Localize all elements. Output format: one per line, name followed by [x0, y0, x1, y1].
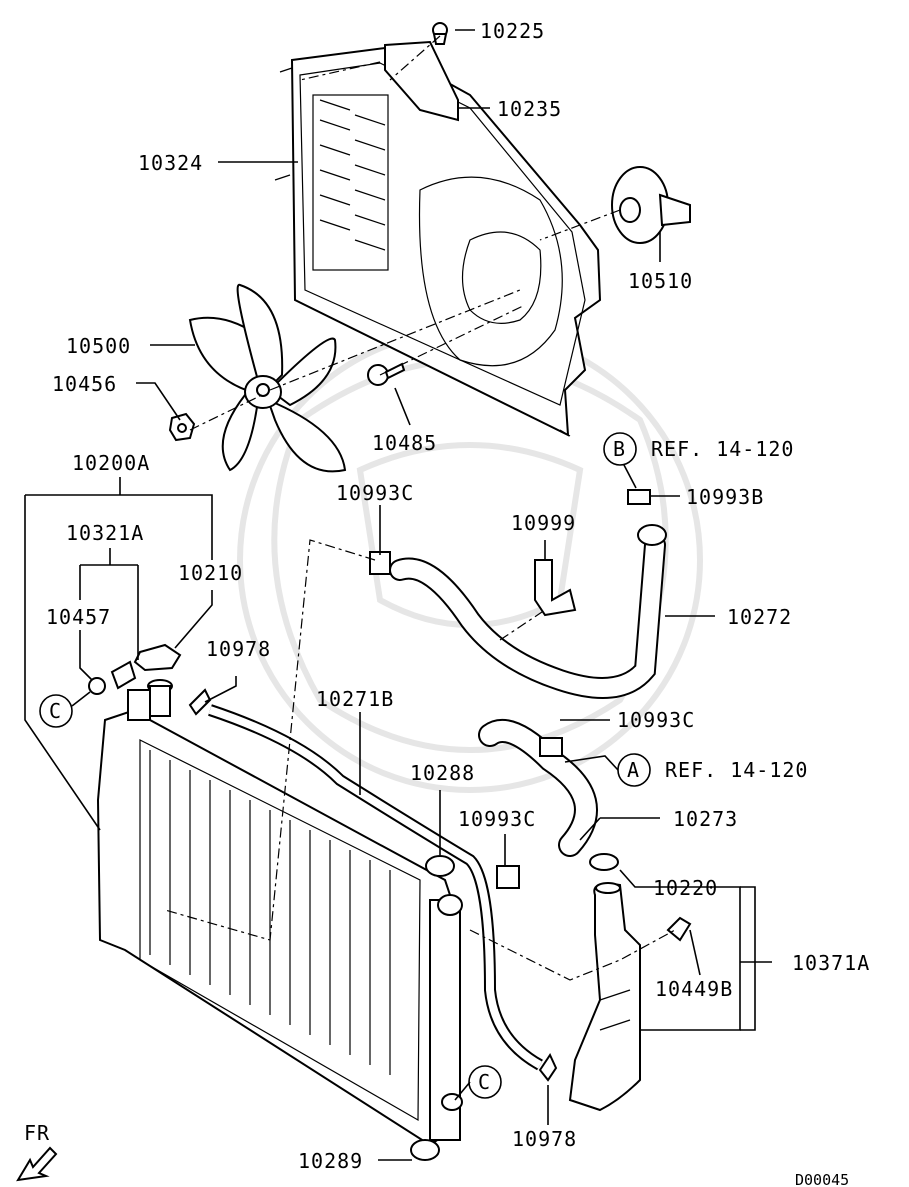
shroud-bolt — [367, 362, 406, 386]
label-10200A: 10200A — [72, 451, 150, 475]
label-10273: 10273 — [673, 807, 738, 831]
label-10449B: 10449B — [655, 977, 733, 1001]
upper-hose — [389, 524, 667, 699]
fan-shroud — [274, 46, 602, 437]
radiator-cap-gasket — [133, 643, 182, 672]
ref-a-letter: A — [627, 758, 640, 782]
label-10288: 10288 — [410, 761, 475, 785]
radiator — [96, 679, 463, 1147]
lower-hose — [478, 719, 598, 857]
cooling-fan — [188, 283, 347, 473]
label-10371A: 10371A — [792, 951, 870, 975]
reservoir-cap — [589, 853, 619, 871]
label-10978-bot: 10978 — [512, 1127, 577, 1151]
label-10272: 10272 — [727, 605, 792, 629]
part-labels: 10225 10235 10324 10510 10500 10456 1048… — [46, 19, 870, 1173]
label-10225: 10225 — [480, 19, 545, 43]
leader-lines — [24, 29, 772, 1161]
assembly-lines — [164, 35, 676, 981]
ref-a: A REF. 14-120 — [617, 753, 808, 787]
label-10993C-top: 10993C — [336, 481, 414, 505]
label-10235: 10235 — [497, 97, 562, 121]
shroud-clip — [432, 22, 448, 45]
label-10993C-mid: 10993C — [617, 708, 695, 732]
drain-plug — [110, 660, 137, 690]
label-10289: 10289 — [298, 1149, 363, 1173]
label-10978-top: 10978 — [206, 637, 271, 661]
label-10993B: 10993B — [686, 485, 764, 509]
label-10485: 10485 — [372, 431, 437, 455]
reservoir-tank — [568, 882, 641, 1112]
ref-c-bottom-letter: C — [478, 1070, 491, 1094]
reservoir-bolt — [666, 916, 692, 942]
front-arrow-icon — [16, 1146, 58, 1182]
overflow-hose — [208, 704, 544, 1071]
front-direction-indicator: FR — [16, 1121, 58, 1182]
o-ring — [88, 677, 106, 695]
ref-c-left: C — [39, 691, 91, 728]
label-10457: 10457 — [46, 605, 111, 629]
ref-c-bottom: C — [468, 1065, 502, 1099]
ref-b: B REF. 14-120 — [603, 432, 794, 489]
ref-c-left-letter: C — [49, 699, 62, 723]
upper-mount — [425, 855, 455, 877]
hose-bracket — [534, 559, 577, 617]
label-10220: 10220 — [653, 876, 718, 900]
label-10999: 10999 — [511, 511, 576, 535]
label-10210: 10210 — [178, 561, 243, 585]
label-10321A: 10321A — [66, 521, 144, 545]
label-10456: 10456 — [52, 372, 117, 396]
drawing-code: D00045 — [795, 1171, 849, 1187]
shroud-bracket — [384, 40, 459, 122]
label-10271B: 10271B — [316, 687, 394, 711]
fan-motor — [611, 166, 691, 244]
ref-b-letter: B — [613, 437, 626, 461]
fr-label: FR — [24, 1121, 50, 1145]
lower-mount — [410, 1139, 440, 1161]
label-10993C-low: 10993C — [458, 807, 536, 831]
fan-nut — [168, 412, 196, 442]
ref-b-text: REF. 14-120 — [651, 437, 794, 461]
ref-a-text: REF. 14-120 — [665, 758, 808, 782]
label-10510: 10510 — [628, 269, 693, 293]
hose-clips — [188, 489, 651, 1082]
label-10500: 10500 — [66, 334, 131, 358]
label-10324: 10324 — [138, 151, 203, 175]
